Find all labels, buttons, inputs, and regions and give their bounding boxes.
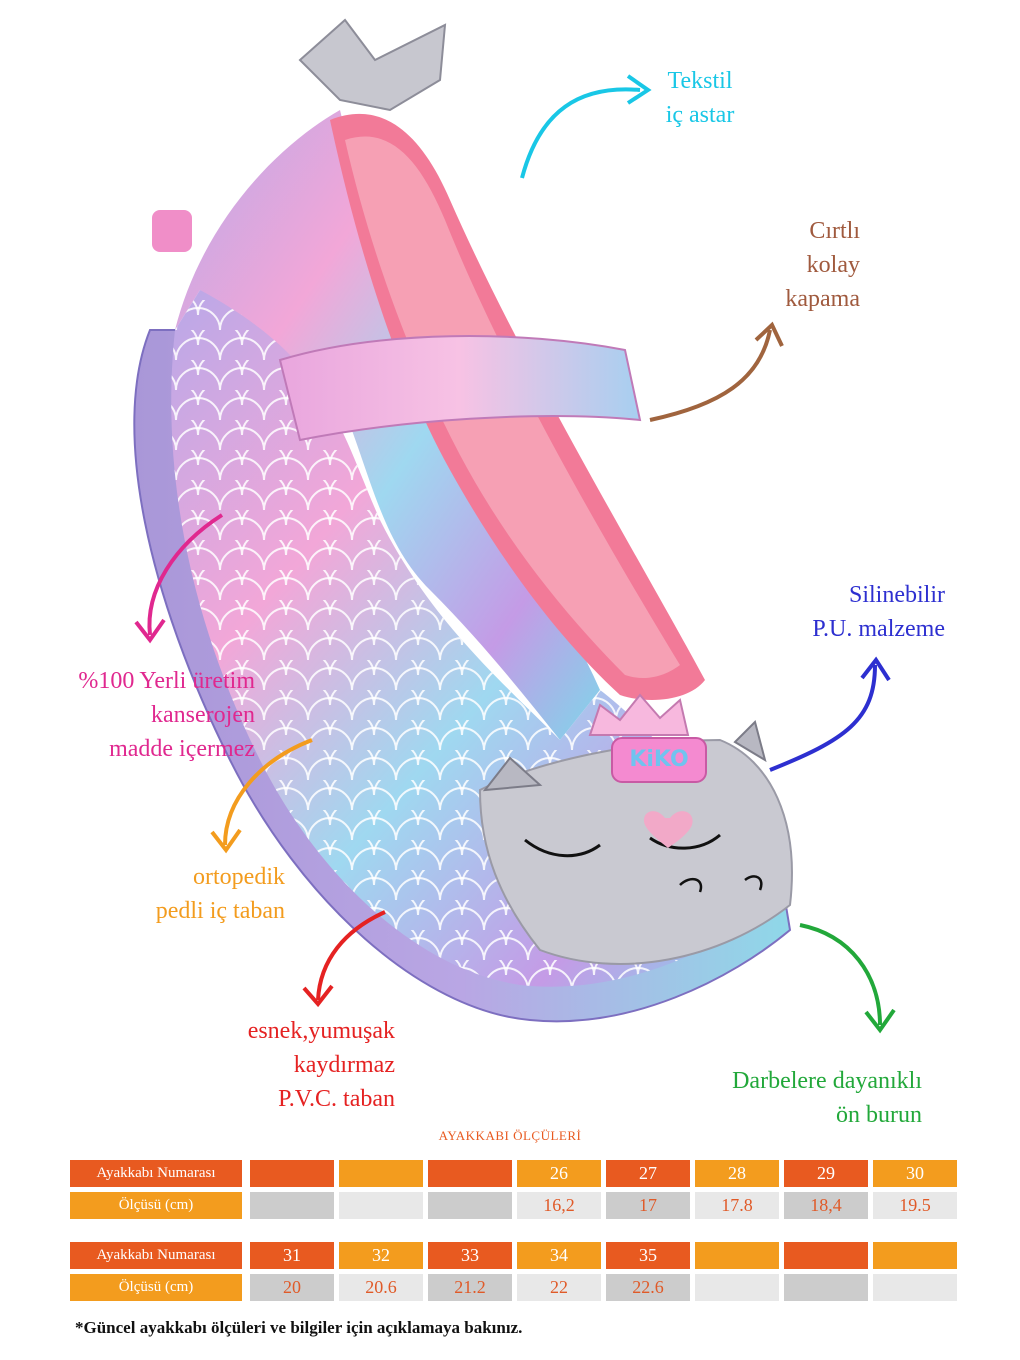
callout-line: madde içermez: [109, 736, 255, 762]
measure-cell: 19.5: [873, 1192, 957, 1219]
size-cell: 30: [873, 1160, 957, 1187]
size-cell: 32: [339, 1242, 423, 1269]
callout-line: ön burun: [836, 1102, 922, 1128]
measure-cell: 22: [517, 1274, 601, 1301]
size-cell: 33: [428, 1242, 512, 1269]
callout-velcro: Cırtlı kolay kapama: [720, 214, 860, 316]
measure-cell: 22.6: [606, 1274, 690, 1301]
callout-arrows: [134, 74, 896, 1034]
size-cell: 31: [250, 1242, 334, 1269]
kiko-badge: KiKO: [629, 747, 689, 772]
size-cell: [873, 1242, 957, 1269]
size-cell: [695, 1242, 779, 1269]
measure-row-label: Ölçüsü (cm): [70, 1192, 242, 1219]
measure-cell: [784, 1274, 868, 1301]
measure-cell: 17: [606, 1192, 690, 1219]
callout-line: %100 Yerli üretim: [78, 668, 255, 694]
measure-row-label: Ölçüsü (cm): [70, 1274, 242, 1301]
shoe-illustration: [133, 18, 793, 1023]
size-cell: 28: [695, 1160, 779, 1187]
size-cell: [250, 1160, 334, 1187]
callout-line: P.U. malzeme: [812, 616, 945, 642]
callout-sole: esnek,yumuşak kaydırmaz P.V.C. taban: [190, 1014, 395, 1116]
size-cell: 34: [517, 1242, 601, 1269]
callout-textile-lining: Tekstil iç astar: [640, 64, 760, 132]
measure-cell: [873, 1274, 957, 1301]
size-row-label: Ayakkabı Numarası: [70, 1242, 242, 1269]
callout-toe: Darbelere dayanıklı ön burun: [680, 1064, 922, 1132]
callout-wipeable: Silinebilir P.U. malzeme: [760, 578, 945, 646]
footnote: *Güncel ayakkabı ölçüleri ve bilgiler iç…: [75, 1318, 523, 1337]
callout-line: Silinebilir: [849, 582, 945, 608]
measure-cell: [428, 1192, 512, 1219]
callout-line: kapama: [785, 286, 860, 312]
callout-line: pedli iç taban: [155, 898, 285, 924]
callout-line: Darbelere dayanıklı: [732, 1068, 922, 1094]
callout-line: ortopedik: [193, 864, 285, 890]
measure-cell: 18,4: [784, 1192, 868, 1219]
callout-line: kanserojen: [151, 702, 255, 728]
callout-line: Cırtlı: [809, 218, 860, 244]
size-cell: [339, 1160, 423, 1187]
callout-domestic: %100 Yerli üretim kanserojen madde içerm…: [40, 664, 255, 766]
size-cell: 29: [784, 1160, 868, 1187]
callout-line: esnek,yumuşak: [247, 1018, 395, 1044]
measure-cell: 20.6: [339, 1274, 423, 1301]
measure-cell: [339, 1192, 423, 1219]
size-row-label: Ayakkabı Numarası: [70, 1160, 242, 1187]
size-cell: [784, 1242, 868, 1269]
callout-line: iç astar: [665, 102, 735, 128]
measure-cell: [695, 1274, 779, 1301]
measure-cell: 17.8: [695, 1192, 779, 1219]
size-cell: 35: [606, 1242, 690, 1269]
size-cell: 26: [517, 1160, 601, 1187]
size-cell: [428, 1160, 512, 1187]
measure-cell: 20: [250, 1274, 334, 1301]
measure-cell: [250, 1192, 334, 1219]
callout-line: P.V.C. taban: [278, 1086, 395, 1112]
measure-cell: 16,2: [517, 1192, 601, 1219]
size-table-title: AYAKKABI ÖLÇÜLERİ: [438, 1128, 582, 1143]
callout-line: Tekstil: [667, 68, 733, 94]
size-cell: 27: [606, 1160, 690, 1187]
callout-insole: ortopedik pedli iç taban: [90, 860, 285, 928]
callout-line: kaydırmaz: [293, 1052, 395, 1078]
callout-line: kolay: [806, 252, 860, 278]
measure-cell: 21.2: [428, 1274, 512, 1301]
